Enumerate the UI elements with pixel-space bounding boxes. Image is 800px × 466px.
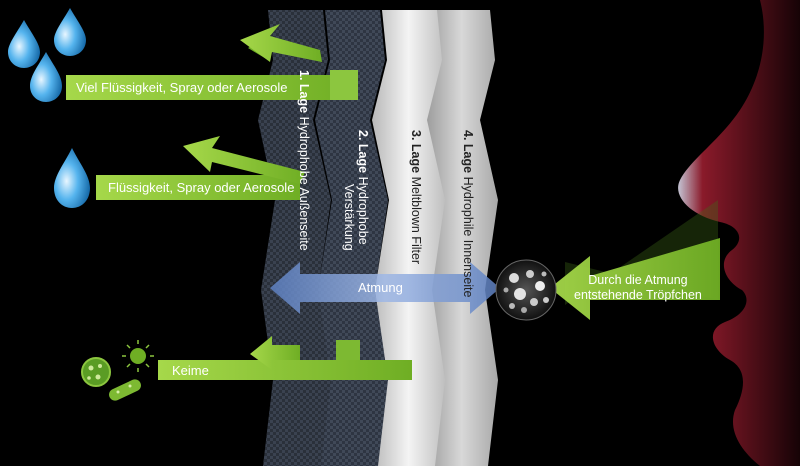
water-drop-icon xyxy=(8,20,40,68)
arrow-heavy-liquid xyxy=(66,24,358,100)
water-drop-icon xyxy=(30,52,62,102)
layer-3 xyxy=(372,10,445,466)
layer-1-label: 1. Lage Hydrophobe Außenseite xyxy=(297,70,311,251)
layer-3-label: 3. Lage Meltblown Filter xyxy=(409,130,423,265)
arrow-germs xyxy=(158,336,412,380)
droplets-label: Durch die Atmung entstehende Tröpfchen xyxy=(574,273,702,302)
water-drop-icon xyxy=(54,8,86,56)
droplet-particles-icon xyxy=(495,259,557,321)
layer-2-label: 2. Lage Hydrophobe Verstärkung xyxy=(342,130,370,251)
bacteria-icon xyxy=(109,379,141,401)
face-silhouette xyxy=(678,0,800,466)
label-heavy-liquid: Viel Flüssigkeit, Spray oder Aerosole xyxy=(76,80,288,95)
virus-icon xyxy=(122,340,154,372)
germ-icon xyxy=(81,357,111,387)
arrow-liquid xyxy=(96,136,305,200)
droplet-arrow xyxy=(550,238,720,320)
breath-label: Atmung xyxy=(358,280,403,295)
label-liquid: Flüssigkeit, Spray oder Aerosole xyxy=(108,180,295,195)
label-germs: Keime xyxy=(172,363,209,378)
water-drop-icon xyxy=(54,148,90,208)
layer-4 xyxy=(425,10,498,466)
layer-4-label: 4. Lage Hydrophile Innenseite xyxy=(461,130,475,298)
layer-2 xyxy=(315,10,388,466)
breath-arrow xyxy=(270,262,500,314)
